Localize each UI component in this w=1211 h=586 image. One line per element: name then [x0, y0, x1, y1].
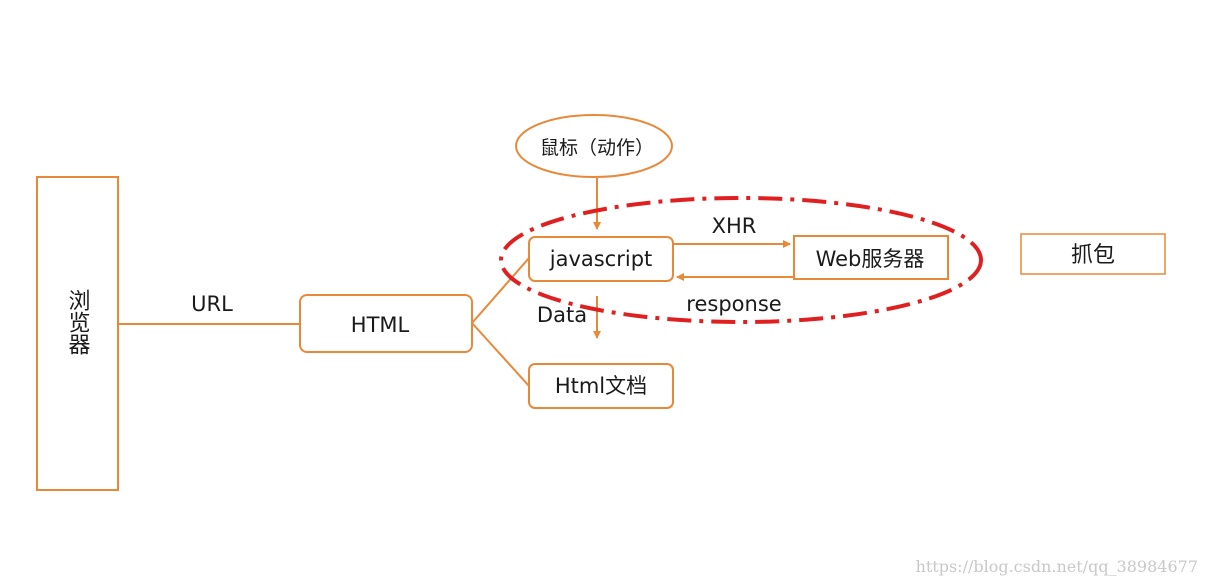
- web-server-node: Web服务器: [793, 235, 949, 280]
- capture-node: 抓包: [1020, 233, 1166, 275]
- html-document-label: Html文档: [555, 374, 647, 398]
- mouse-action-label: 鼠标（动作）: [540, 137, 654, 159]
- capture-label: 抓包: [1071, 243, 1115, 268]
- browser-label: 浏览器: [65, 289, 91, 355]
- javascript-label: javascript: [549, 247, 653, 271]
- html-node: HTML: [299, 294, 473, 353]
- watermark-text: https://blog.csdn.net/qq_38984677: [916, 557, 1198, 576]
- html-to-document-edge: [471, 322, 530, 387]
- html-to-javascript-edge: [471, 257, 530, 324]
- browser-node: 浏览器: [36, 176, 119, 491]
- web-server-label: Web服务器: [816, 247, 925, 271]
- xhr-label: XHR: [712, 214, 757, 238]
- highlight-ellipse: [499, 196, 983, 324]
- html-document-node: Html文档: [528, 363, 674, 409]
- data-label: Data: [537, 303, 587, 327]
- response-label: response: [686, 292, 781, 316]
- javascript-node: javascript: [528, 236, 674, 282]
- mouse-action-node: 鼠标（动作）: [515, 114, 673, 178]
- url-edge-label: URL: [191, 292, 233, 316]
- html-label: HTML: [351, 313, 410, 337]
